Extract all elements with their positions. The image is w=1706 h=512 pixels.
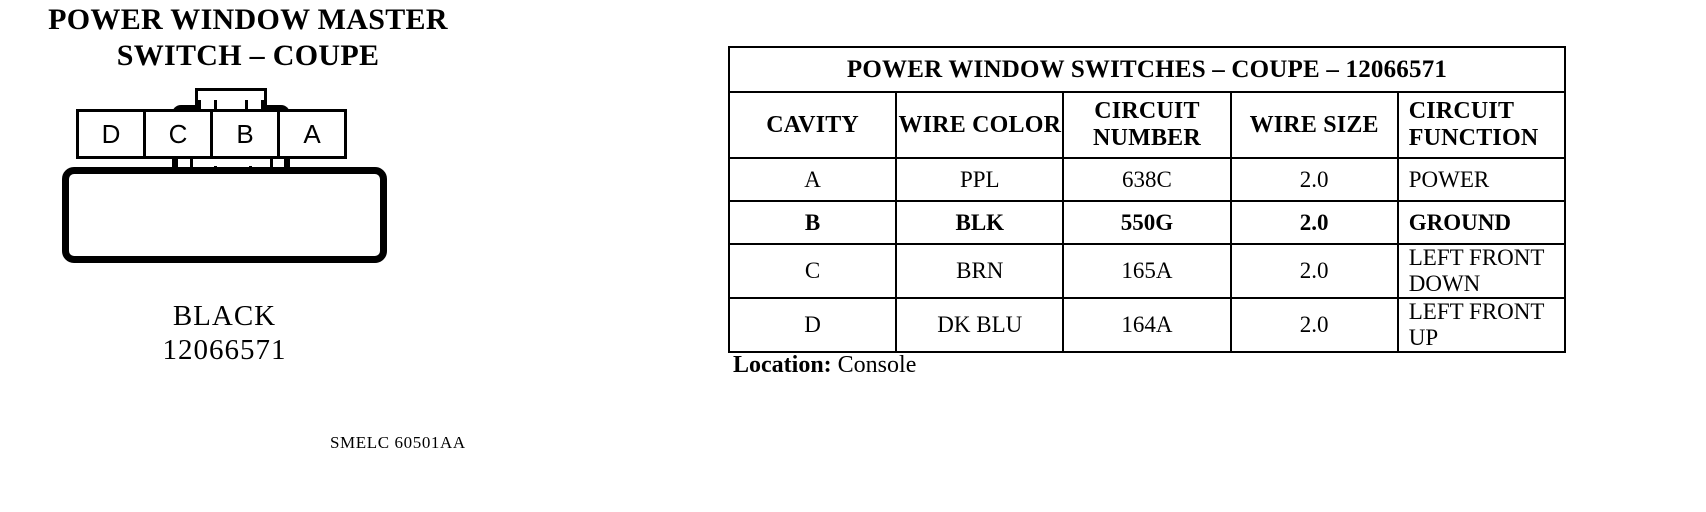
- cell-wire-color: DK BLU: [895, 297, 1065, 353]
- wire-table-panel: POWER WINDOW SWITCHES – COUPE – 12066571…: [727, 46, 1567, 353]
- table-row: D DK BLU 164A 2.0 LEFT FRONT UP: [727, 297, 1567, 353]
- connector-cavity-a[interactable]: A: [277, 109, 347, 159]
- connector-body: [62, 167, 387, 263]
- table-header-row: CAVITY WIRE COLOR CIRCUIT NUMBER WIRE SI…: [727, 91, 1567, 159]
- column-header-cavity: CAVITY: [727, 91, 898, 159]
- cell-circuit-number: 638C: [1062, 157, 1232, 202]
- column-header-circuit-number: CIRCUIT NUMBER: [1062, 91, 1232, 159]
- column-header-wire-color: WIRE COLOR: [895, 91, 1065, 159]
- connector-panel: POWER WINDOW MASTER SWITCH – COUPE D C B…: [0, 0, 700, 512]
- cell-circuit-function: LEFT FRONT UP: [1396, 297, 1567, 353]
- connector-diagram: D C B A: [62, 88, 402, 263]
- cell-circuit-function: POWER: [1396, 157, 1567, 202]
- connector-color-label: BLACK: [172, 300, 277, 332]
- connector-caption: BLACK 12066571: [62, 299, 387, 367]
- cell-wire-size: 2.0: [1229, 243, 1399, 299]
- cell-cavity: C: [727, 243, 898, 299]
- cell-wire-size: 2.0: [1229, 200, 1399, 245]
- table-row: B BLK 550G 2.0 GROUND: [727, 200, 1567, 245]
- page-title-line-1: POWER WINDOW MASTER: [48, 3, 448, 36]
- page-title: POWER WINDOW MASTER SWITCH – COUPE: [8, 2, 488, 74]
- cell-circuit-function: LEFT FRONT DOWN: [1396, 243, 1567, 299]
- cell-cavity: A: [727, 157, 898, 202]
- footer-document-code: SMELC 60501AA: [330, 433, 466, 452]
- table-row: C BRN 165A 2.0 LEFT FRONT DOWN: [727, 243, 1567, 299]
- page-title-line-2: SWITCH – COUPE: [116, 39, 380, 72]
- wire-table: POWER WINDOW SWITCHES – COUPE – 12066571…: [727, 46, 1567, 353]
- location-label: Location:: [733, 352, 832, 378]
- cell-circuit-number: 550G: [1062, 200, 1232, 245]
- connector-part-number: 12066571: [162, 334, 287, 366]
- table-row: A PPL 638C 2.0 POWER: [727, 157, 1567, 202]
- column-header-circuit-function: CIRCUIT FUNCTION: [1396, 91, 1567, 159]
- connector-cavity-d[interactable]: D: [76, 109, 146, 159]
- cell-wire-color: BLK: [895, 200, 1065, 245]
- cell-wire-size: 2.0: [1229, 297, 1399, 353]
- connector-cavity-c[interactable]: C: [143, 109, 213, 159]
- location-line: Location: Console: [733, 352, 916, 379]
- cell-wire-size: 2.0: [1229, 157, 1399, 202]
- cell-wire-color: BRN: [895, 243, 1065, 299]
- cell-wire-color: PPL: [895, 157, 1065, 202]
- cell-cavity: B: [727, 200, 898, 245]
- connector-cavity-row: D C B A: [76, 109, 347, 159]
- connector-cavity-b[interactable]: B: [210, 109, 280, 159]
- cell-circuit-number: 165A: [1062, 243, 1232, 299]
- cell-circuit-function: GROUND: [1396, 200, 1567, 245]
- location-value: Console: [837, 352, 917, 378]
- table-title: POWER WINDOW SWITCHES – COUPE – 12066571: [728, 46, 1566, 93]
- cell-circuit-number: 164A: [1062, 297, 1232, 353]
- table-title-row: POWER WINDOW SWITCHES – COUPE – 12066571: [728, 46, 1566, 93]
- column-header-wire-size: WIRE SIZE: [1229, 91, 1399, 159]
- cell-cavity: D: [727, 297, 898, 353]
